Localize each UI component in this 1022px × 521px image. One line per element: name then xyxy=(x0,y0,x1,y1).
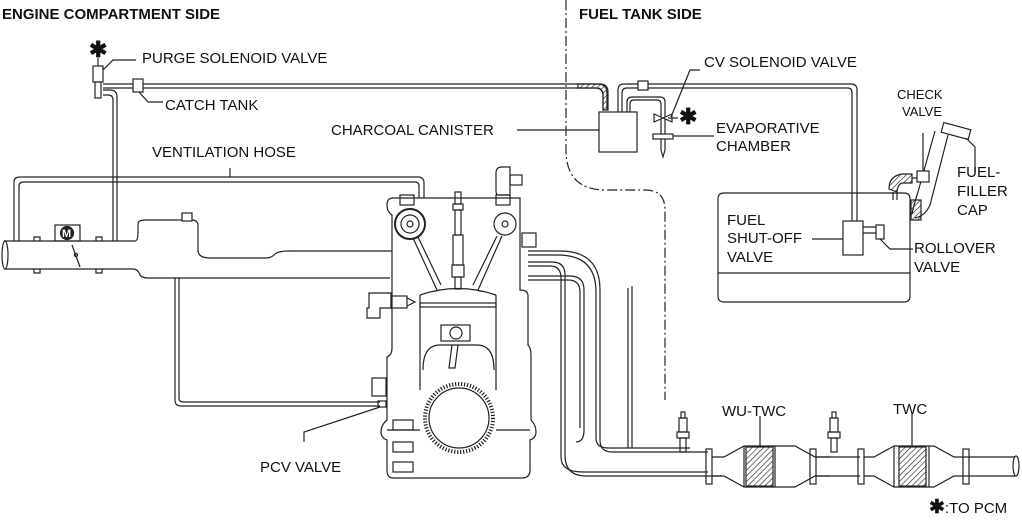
canister-to-tank-line xyxy=(617,83,858,225)
catch-tank-label: CATCH TANK xyxy=(165,97,259,114)
check-valve-label-1: CHECK xyxy=(897,87,943,102)
exhaust-pipe xyxy=(690,414,1020,488)
crankshaft-pulley xyxy=(428,387,490,449)
check-valve xyxy=(916,170,930,183)
engine-compartment-side-header: ENGINE COMPARTMENT SIDE xyxy=(2,6,221,23)
side-divider-line xyxy=(565,0,666,400)
purge-solenoid-valve xyxy=(92,65,104,83)
motor-symbol-letter: M xyxy=(62,228,72,240)
evaporative-chamber-label-2: CHAMBER xyxy=(716,138,792,155)
pcv-valve-label: PCV VALVE xyxy=(260,459,342,476)
o2-sensor-front xyxy=(676,411,690,453)
catch-tank-box xyxy=(132,78,144,93)
fuel-filler-cap-label-3: CAP xyxy=(957,202,988,219)
fuel-shutoff-valve-label-3: VALVE xyxy=(727,249,774,266)
twc-core xyxy=(898,446,927,487)
check-valve-label-2: VALVE xyxy=(902,104,942,119)
charcoal-canister-label: CHARCOAL CANISTER xyxy=(331,122,494,139)
filler-grommet xyxy=(910,199,922,221)
exhaust-manifold xyxy=(528,250,708,477)
intake-pipe xyxy=(1,219,390,279)
spark-plug xyxy=(451,191,465,290)
purge-line xyxy=(103,89,118,241)
engine-block xyxy=(371,197,537,479)
wu-twc-label: WU-TWC xyxy=(722,403,787,420)
twc-label: TWC xyxy=(893,401,928,418)
fuel-shutoff-valve-label-2: SHUT-OFF xyxy=(727,230,802,247)
motor-symbol-circle xyxy=(59,225,75,241)
legend: ✱:TO PCM xyxy=(929,497,1008,518)
asterisk-icon: ✱ xyxy=(929,497,945,518)
wu-twc-core xyxy=(745,446,774,487)
purge-solenoid-valve-label: PURGE SOLENOID VALVE xyxy=(142,50,328,67)
ventilation-hose xyxy=(13,168,425,241)
o2-sensor-rear xyxy=(827,411,841,453)
camshafts-valves xyxy=(394,166,523,291)
cv-line xyxy=(626,96,666,160)
fuel-filler-cap-label-1: FUEL- xyxy=(957,164,1001,181)
fuel-tank xyxy=(717,192,911,303)
evaporative-chamber xyxy=(652,133,674,140)
rollover-valve-label-2: VALVE xyxy=(914,259,961,276)
evaporative-chamber-label-1: EVAPORATIVE xyxy=(716,120,820,137)
throttle-motor-box xyxy=(54,224,81,242)
fuel-shutoff-valve-label-1: FUEL xyxy=(727,212,766,229)
legend-text: :TO PCM xyxy=(944,500,1008,517)
rollover-valve xyxy=(875,224,885,240)
charcoal-canister-box xyxy=(598,111,638,153)
cv-solenoid-valve-label: CV SOLENOID VALVE xyxy=(704,54,857,71)
fuel-shutoff-valve xyxy=(842,220,864,256)
intake-sensor xyxy=(366,292,392,319)
asterisk-icon: ✱ xyxy=(89,37,108,62)
rollover-valve-label-1: ROLLOVER xyxy=(914,240,996,257)
asterisk-icon: ✱ xyxy=(679,104,698,129)
fuel-tank-side-header: FUEL TANK SIDE xyxy=(579,6,702,23)
pcv-hose xyxy=(174,278,387,442)
fuel-filler-cap-label-2: FILLER xyxy=(957,183,1008,200)
fuel-filler-cap xyxy=(940,121,972,141)
ventilation-hose-label: VENTILATION HOSE xyxy=(152,144,296,161)
check-valve-elbow xyxy=(888,173,913,193)
